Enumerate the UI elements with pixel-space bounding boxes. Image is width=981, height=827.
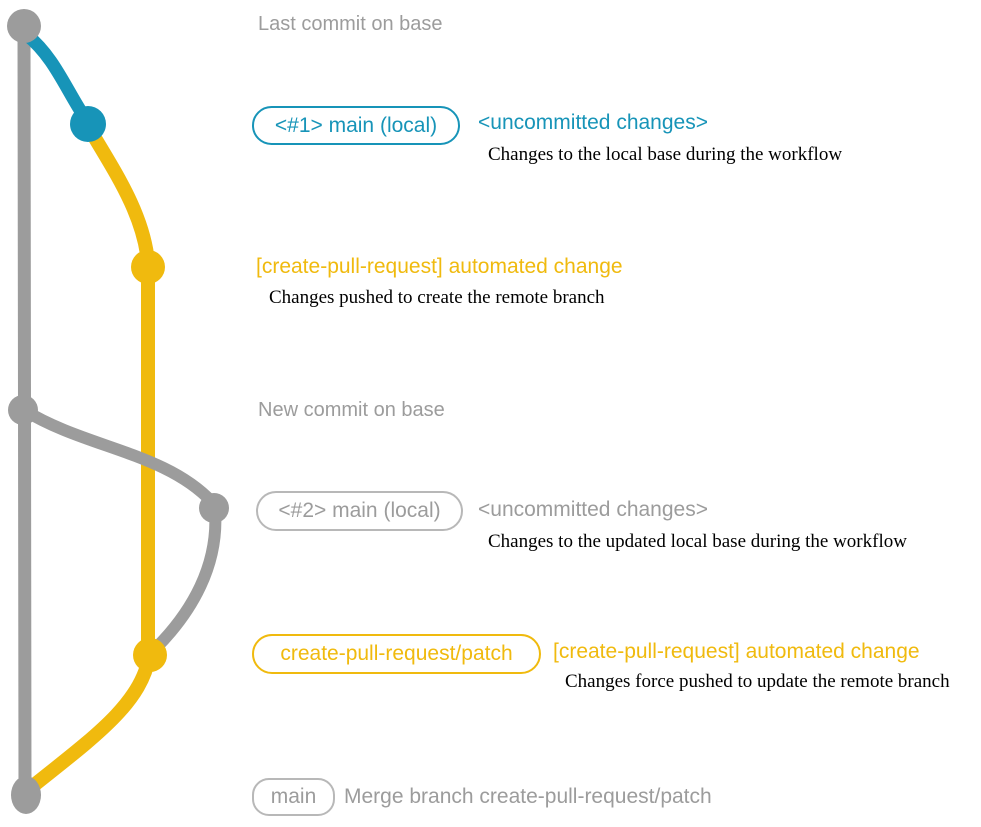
- new-commit-on-base-label: New commit on base: [258, 399, 445, 421]
- create-pull-request-branch-line: [81, 119, 155, 662]
- main-local-2-badge: <#2> main (local): [256, 491, 463, 531]
- local-main-branch-line: [20, 28, 94, 128]
- main-local-1-badge: <#1> main (local): [252, 106, 460, 145]
- uncommitted-changes-1-description: Changes to the local base during the wor…: [488, 144, 843, 165]
- automated-change-2-label: [create-pull-request] automated change: [553, 640, 920, 663]
- uncommitted-changes-2-label: <uncommitted changes>: [478, 498, 708, 521]
- commit-node-last-base: [7, 9, 41, 43]
- uncommitted-changes-1-label: <uncommitted changes>: [478, 111, 708, 134]
- automated-change-1-label: [create-pull-request] automated change: [256, 255, 623, 278]
- merge-line: [21, 650, 156, 797]
- commit-node-merge: [11, 776, 41, 814]
- commit-node-automated-change-1: [131, 250, 165, 284]
- commit-node-new-base: [8, 395, 38, 425]
- merge-branch-label: Merge branch create-pull-request/patch: [344, 785, 712, 808]
- automated-change-2-description: Changes force pushed to update the remot…: [565, 671, 950, 692]
- main-badge: main: [252, 778, 335, 816]
- force-push-line: [149, 504, 222, 655]
- commit-node-automated-change-2: [133, 638, 167, 672]
- last-commit-on-base-label: Last commit on base: [258, 13, 443, 35]
- uncommitted-changes-2-description: Changes to the updated local base during…: [488, 531, 907, 552]
- updated-local-main-line: [18, 404, 218, 508]
- commit-node-main-local-1: [70, 106, 106, 142]
- automated-change-1-description: Changes pushed to create the remote bran…: [269, 287, 605, 308]
- commit-node-main-local-2: [199, 493, 229, 523]
- create-pull-request-patch-badge: create-pull-request/patch: [252, 634, 541, 674]
